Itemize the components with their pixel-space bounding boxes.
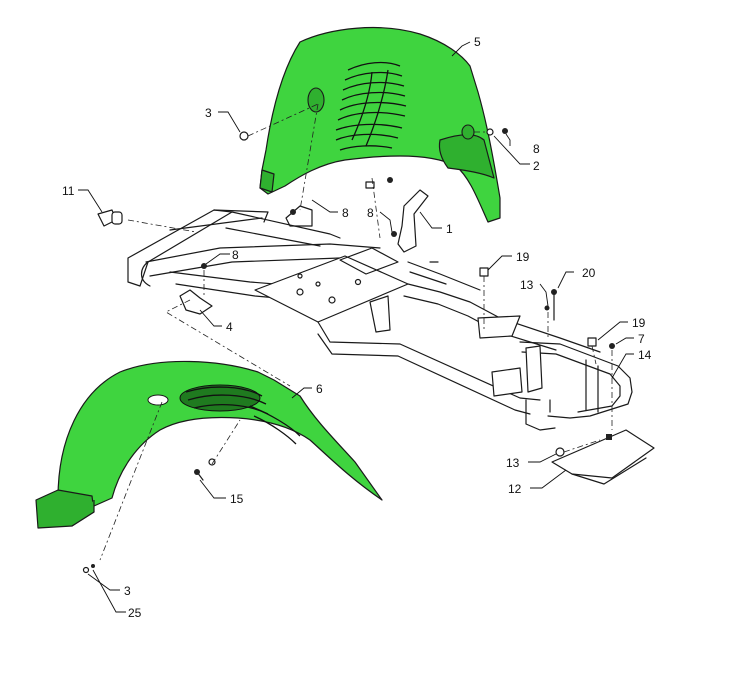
callout-3-lower: 3 [124, 584, 131, 598]
callout-3-upper: 3 [205, 106, 212, 120]
leader-lines [78, 41, 634, 613]
lower-fender-part-6 [35, 360, 383, 529]
bolt-part-15 [194, 469, 200, 475]
callout-20: 20 [582, 266, 596, 280]
assembly-centerlines [99, 103, 613, 561]
upper-fender-vents [335, 61, 407, 151]
spacer-part-19-b [587, 337, 597, 347]
callout-19-a: 19 [516, 250, 530, 264]
callout-25: 25 [128, 606, 142, 620]
callout-13-b: 13 [506, 456, 520, 470]
lower-fender-vents [179, 384, 301, 445]
hardware [82, 128, 615, 574]
upper-fender-mount-boss [307, 87, 325, 113]
bolt-part-8-left [201, 263, 207, 269]
callout-2: 2 [533, 159, 540, 173]
callout-15: 15 [230, 492, 244, 506]
chassis-frame [127, 189, 633, 431]
upper-fender-mount-boss-rear [461, 124, 475, 140]
upper-fender-part-5 [259, 27, 501, 223]
bracket-part-1 [397, 189, 429, 253]
callout-1: 1 [446, 222, 453, 236]
callout-7: 7 [638, 332, 645, 346]
callout-8-tab: 8 [342, 206, 349, 220]
callout-12: 12 [508, 482, 522, 496]
nut-part-13-a [544, 305, 550, 311]
bolt-part-25 [91, 564, 95, 568]
callout-labels: 5 3 8 2 11 8 8 1 8 19 13 20 4 19 7 14 6 … [62, 35, 652, 620]
nut-part-13-b [555, 447, 565, 457]
bolt-part-8-tab [290, 209, 296, 215]
lower-fender-mount-hole [147, 394, 169, 406]
nut-part-3-upper [239, 131, 249, 141]
callout-11: 11 [62, 184, 75, 198]
nut-part-3-lower [82, 566, 90, 574]
spacer-part-19-a [479, 267, 489, 277]
callout-5: 5 [474, 35, 481, 49]
callout-4: 4 [226, 320, 233, 334]
front-left-bracket [127, 209, 233, 287]
callout-8-rear: 8 [533, 142, 540, 156]
bracket-part-4 [179, 289, 213, 315]
nut-part-8-mid [365, 181, 375, 189]
tab-part-8-upper [285, 205, 313, 227]
bracket-part-12 [551, 429, 655, 479]
callout-19-b: 19 [632, 316, 646, 330]
callout-8-left: 8 [232, 248, 239, 262]
callout-14: 14 [638, 348, 652, 362]
center-hinge-bracket [369, 295, 391, 333]
bolt-part-8-bracket [391, 231, 397, 237]
callout-13-a: 13 [520, 278, 534, 292]
callout-6: 6 [316, 382, 323, 396]
washer-part-2 [486, 128, 494, 136]
callout-8-bracket: 8 [367, 206, 374, 220]
nut-part-7 [609, 343, 615, 349]
nut-part-8-rear [502, 128, 508, 134]
